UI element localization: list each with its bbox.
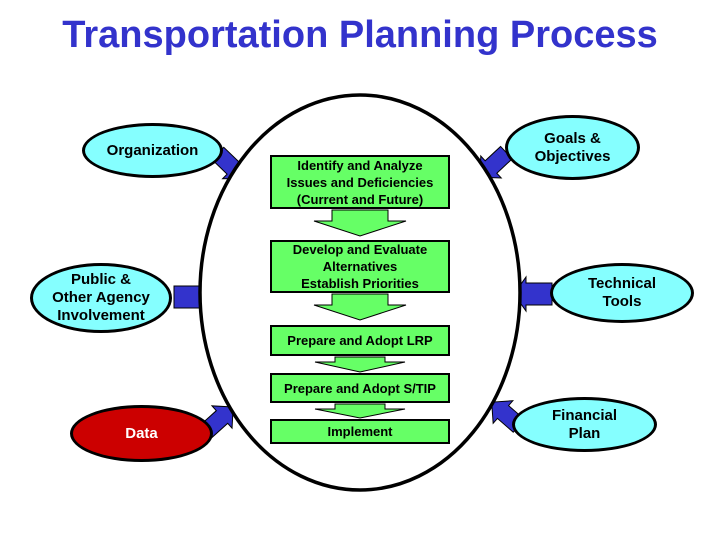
process-box-adopt-lrp: Prepare and Adopt LRP	[270, 325, 450, 356]
oval-organization: Organization	[82, 123, 223, 178]
oval-technical-tools: Technical Tools	[550, 263, 694, 323]
process-box-implement: Implement	[270, 419, 450, 444]
oval-data: Data	[70, 405, 213, 462]
oval-public-other-agency-involvement: Public & Other Agency Involvement	[30, 263, 172, 333]
flow-arrow-2-icon	[313, 293, 407, 321]
oval-financial-plan: Financial Plan	[512, 397, 657, 452]
process-box-adopt-stip: Prepare and Adopt S/TIP	[270, 373, 450, 403]
process-box-identify-analyze: Identify and Analyze Issues and Deficien…	[270, 155, 450, 209]
flow-arrow-1-icon	[313, 209, 407, 237]
process-box-develop-evaluate: Develop and Evaluate Alternatives Establ…	[270, 240, 450, 293]
page-title: Transportation Planning Process	[62, 14, 658, 56]
flow-arrow-3-icon	[314, 356, 406, 373]
oval-goals-objectives: Goals & Objectives	[505, 115, 640, 180]
flow-arrow-4-icon	[314, 403, 406, 419]
